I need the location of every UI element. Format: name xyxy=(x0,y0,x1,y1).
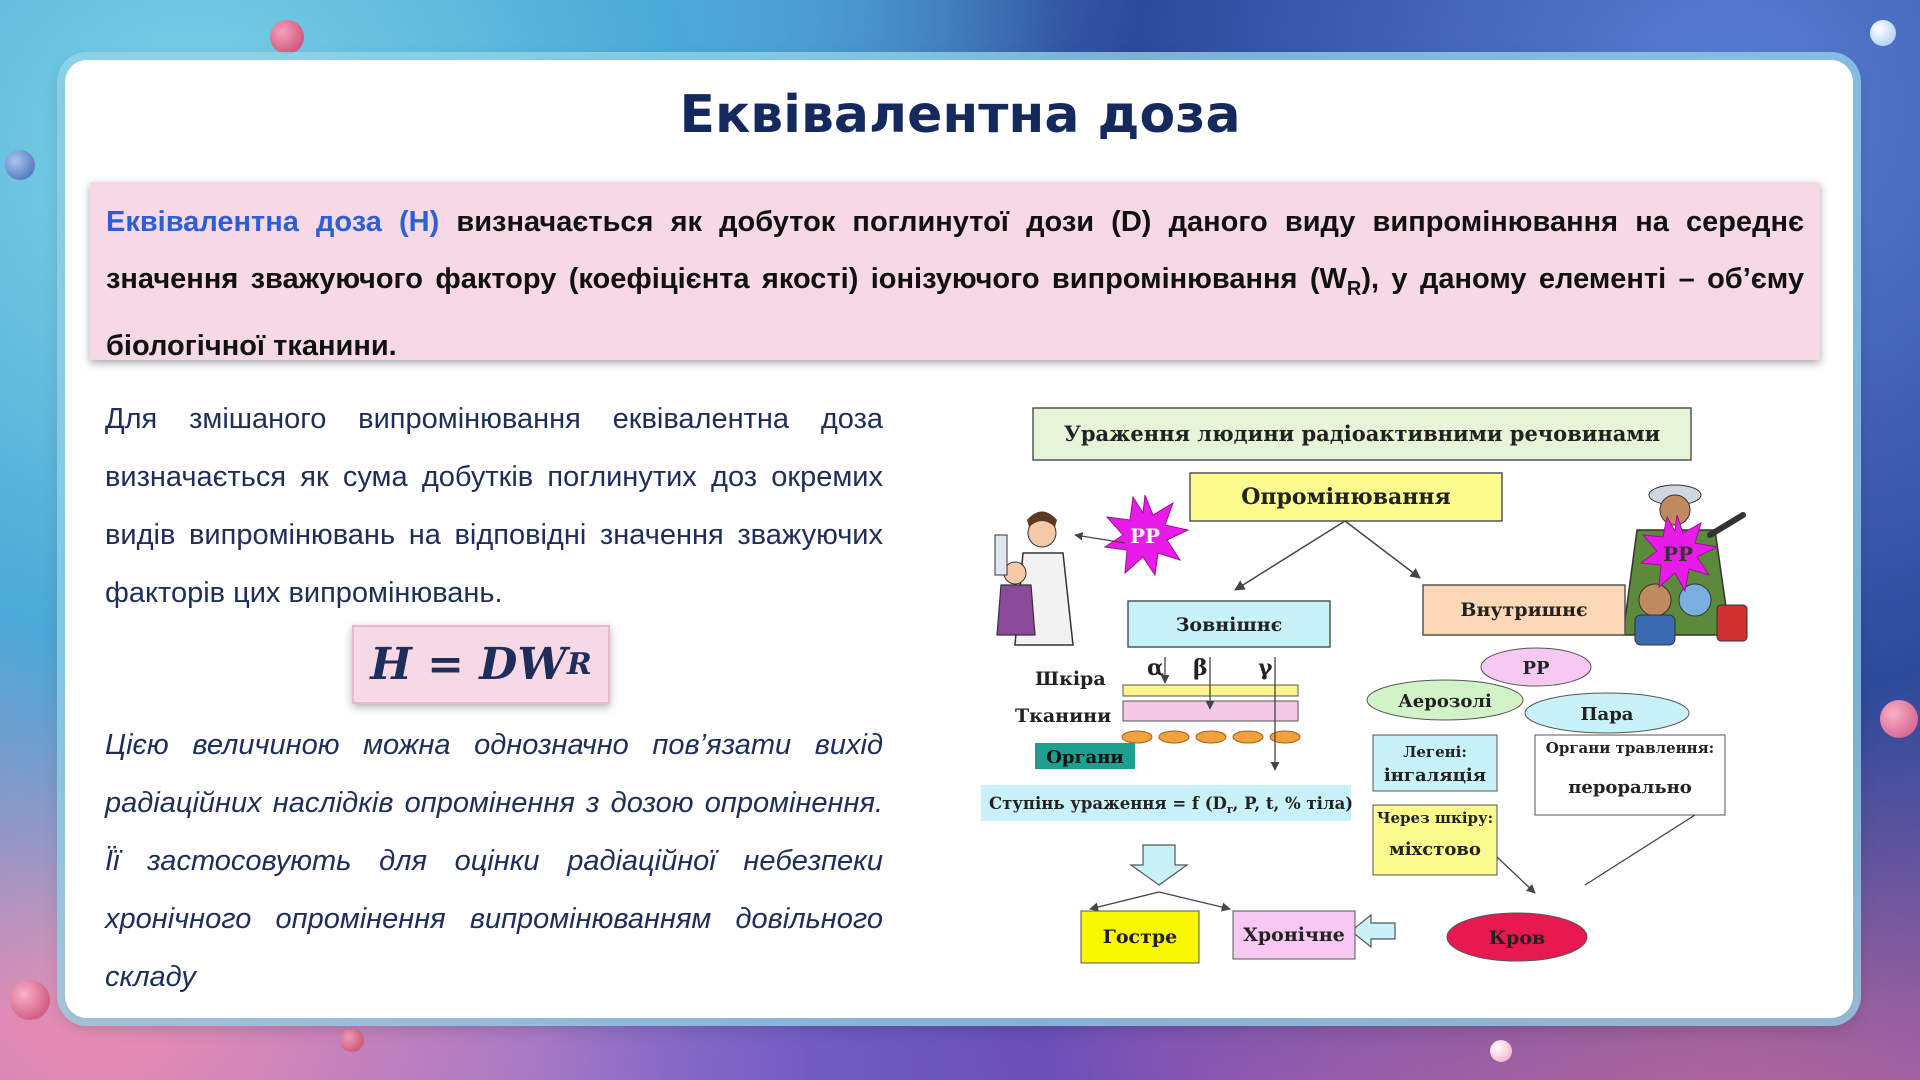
external-label: Зовнішнє xyxy=(1176,614,1283,636)
left-arrow-icon xyxy=(1350,913,1396,949)
definition-text: визначається як добуток поглинутої дози … xyxy=(106,206,1805,295)
definition-subscript: R xyxy=(1346,277,1362,300)
vapor-oval xyxy=(1524,692,1690,734)
organs-box xyxy=(1035,743,1135,769)
damage-degree-prefix: Ступінь ураження = f (D xyxy=(989,794,1227,813)
acute-label: Гостре xyxy=(1103,926,1178,948)
background-decoration xyxy=(1880,700,1918,738)
digestive-label-2: перорально xyxy=(1568,777,1692,798)
down-arrow-icon xyxy=(1129,844,1189,886)
conclusion-paragraph: Цією величиною можна однозначно пов’язат… xyxy=(105,729,883,993)
damage-degree-box xyxy=(981,785,1351,821)
rr-label-left: РР xyxy=(1130,524,1160,548)
skin-label: Шкіра xyxy=(1035,668,1106,690)
rr-label-right: РР xyxy=(1663,542,1693,566)
rr-starburst-right xyxy=(1639,514,1719,593)
background-decoration xyxy=(10,980,50,1020)
arrow-digestive-to-blood xyxy=(1584,814,1696,886)
background-decoration xyxy=(340,1028,364,1052)
damage-degree-formula: Ступінь ураження = f (Dr, P, t, % тіла) xyxy=(989,794,1353,816)
diagram-header-box xyxy=(1032,407,1692,461)
organ-ovals xyxy=(1121,730,1301,744)
lungs-label-2: інгаляція xyxy=(1384,765,1486,786)
background-decoration xyxy=(270,20,304,54)
page-title: Еквівалентна доза xyxy=(679,85,1241,145)
lungs-label-1: Легені: xyxy=(1403,743,1467,761)
arrow-to-acute xyxy=(1089,891,1160,912)
skin-path-box xyxy=(1372,804,1498,876)
digestive-box xyxy=(1534,734,1726,816)
arrow-to-internal xyxy=(1344,520,1421,579)
formula-text: H = DW xyxy=(370,639,567,690)
damage-degree-sub: r xyxy=(1227,803,1233,816)
tissues-label: Тканини xyxy=(1015,705,1111,727)
internal-box xyxy=(1422,584,1626,636)
aerosols-oval xyxy=(1366,679,1524,721)
internal-label: Внутришнє xyxy=(1460,599,1587,621)
doctor-figure-icon xyxy=(994,511,1074,646)
beta-symbol: β xyxy=(1193,655,1208,681)
background-decoration xyxy=(1870,20,1896,46)
chronic-label: Хронічне xyxy=(1243,924,1345,946)
rr-center-oval xyxy=(1480,647,1592,687)
arrow-skin-to-blood xyxy=(1496,856,1536,894)
skin-path-label-2: міхстово xyxy=(1389,839,1481,860)
rr-center-label: РР xyxy=(1522,658,1550,679)
diagram-header: Ураження людини радіоактивними речовинам… xyxy=(1064,421,1660,446)
arrow-to-external xyxy=(1234,520,1346,591)
skin-path-label-1: Через шкіру: xyxy=(1377,809,1493,827)
blood-label: Кров xyxy=(1489,927,1545,949)
formula-subscript: R xyxy=(566,647,592,682)
definition-box: Еквівалентна доза (H) визначається як до… xyxy=(90,182,1820,362)
irradiation-box xyxy=(1189,472,1503,522)
aerosols-label: Аерозолі xyxy=(1398,691,1492,712)
rr-starburst-left xyxy=(1103,494,1190,577)
external-box xyxy=(1127,600,1331,648)
arrow-to-doctor xyxy=(1074,532,1126,544)
definition-text-end: ), у даному елементі – об’єму біологічно… xyxy=(106,263,1804,362)
irradiation-label: Опромінювання xyxy=(1241,484,1450,510)
definition-term: Еквівалентна доза (H) xyxy=(106,206,440,238)
background-decoration xyxy=(5,150,35,180)
vapor-label: Пара xyxy=(1581,704,1634,725)
digestive-label-1: Органи травлення: xyxy=(1546,739,1714,757)
alpha-symbol: α xyxy=(1147,655,1164,681)
damage-degree-suffix: , P, t, % тіла) xyxy=(1233,794,1353,813)
gamma-symbol: γ xyxy=(1258,655,1273,681)
lungs-box xyxy=(1372,734,1498,792)
organs-label: Органи xyxy=(1046,747,1123,768)
arrow-to-chronic xyxy=(1158,891,1231,912)
blood-oval xyxy=(1446,912,1588,962)
mixed-radiation-paragraph: Для змішаного випромінювання еквівалентн… xyxy=(105,403,883,609)
radiation-damage-diagram: Ураження людини радіоактивними речовинам… xyxy=(981,407,1748,964)
background-decoration xyxy=(1490,1040,1512,1062)
acute-box xyxy=(1080,910,1200,964)
chronic-box xyxy=(1232,910,1356,960)
